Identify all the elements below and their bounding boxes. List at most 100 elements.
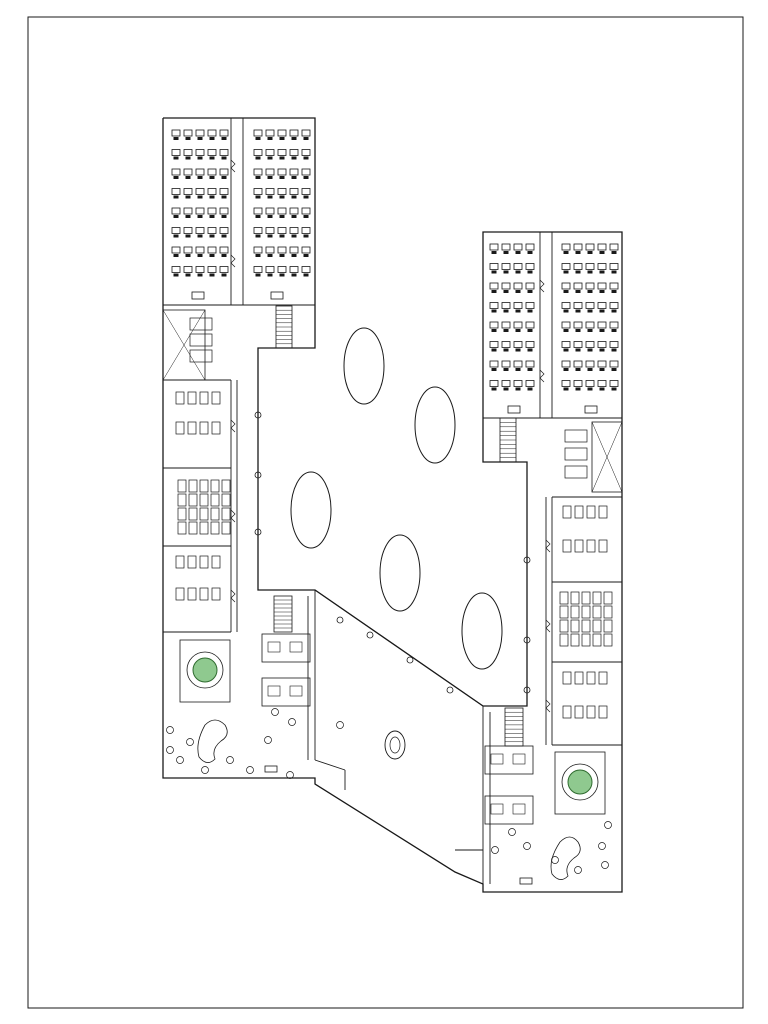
student-chair: [279, 234, 285, 238]
student-chair: [527, 329, 533, 332]
office-room: [261, 677, 311, 707]
student-chair: [267, 156, 273, 160]
student-chair: [527, 251, 533, 254]
student-chair: [173, 273, 179, 277]
student-desk: [171, 149, 181, 156]
student-desk: [219, 188, 229, 195]
student-desk: [585, 282, 595, 290]
student-desk: [183, 168, 193, 176]
student-chair: [197, 215, 203, 218]
stairwell: [504, 707, 524, 747]
tree-canopy: [192, 657, 218, 683]
bench-seat: [562, 539, 572, 553]
student-chair: [599, 290, 605, 293]
restroom-stall: [564, 447, 588, 461]
office-pod: [484, 745, 534, 775]
student-chair: [221, 176, 227, 179]
student-desk: [183, 266, 193, 273]
student-chair: [303, 156, 309, 160]
teacher-desk: [584, 405, 598, 414]
student-chair: [303, 254, 309, 257]
student-desk: [219, 246, 229, 254]
bench-seat: [592, 619, 602, 633]
student-desk: [501, 302, 511, 309]
student-desk: [573, 243, 583, 251]
student-desk: [573, 360, 583, 368]
student-desk: [513, 282, 523, 290]
bench-seat: [574, 539, 584, 553]
student-desk: [219, 227, 229, 234]
student-desk: [253, 207, 263, 215]
student-desk: [585, 341, 595, 348]
student-desk: [277, 227, 287, 234]
column: [366, 631, 374, 639]
student-desk: [489, 341, 499, 348]
student-desk: [265, 188, 275, 195]
student-chair: [527, 348, 533, 352]
student-chair: [279, 254, 285, 257]
student-desk: [609, 321, 619, 329]
student-chair: [291, 137, 297, 140]
bench-seat: [175, 421, 185, 435]
office-desk: [490, 753, 504, 765]
student-chair: [515, 290, 521, 293]
student-chair: [267, 137, 273, 140]
student-desk: [573, 263, 583, 270]
office-desk: [490, 803, 504, 815]
column: [254, 528, 262, 536]
teacher-desk: [270, 291, 284, 300]
round-stool: [574, 866, 582, 874]
student-chair: [185, 156, 191, 160]
door-swing: [230, 254, 236, 268]
column: [523, 636, 531, 644]
office-desk: [512, 753, 526, 765]
student-chair: [527, 387, 533, 391]
bench-seat: [188, 521, 198, 535]
student-desk: [195, 266, 205, 273]
student-chair: [303, 273, 309, 277]
student-desk: [489, 243, 499, 251]
skylight-opening: [379, 534, 421, 612]
student-desk: [183, 188, 193, 195]
student-desk: [301, 149, 311, 156]
student-chair: [197, 137, 203, 140]
column: [523, 556, 531, 564]
student-desk: [183, 149, 193, 156]
door-swing: [230, 589, 236, 603]
student-chair: [303, 234, 309, 238]
stairwell: [275, 305, 293, 349]
bench-seat: [598, 671, 608, 685]
door-swing: [539, 369, 545, 383]
student-chair: [303, 137, 309, 140]
student-desk: [277, 207, 287, 215]
student-chair: [599, 251, 605, 254]
student-chair: [503, 251, 509, 254]
student-desk: [513, 243, 523, 251]
bench-seat: [574, 671, 584, 685]
student-desk: [561, 341, 571, 348]
student-chair: [291, 254, 297, 257]
student-chair: [503, 348, 509, 352]
courtyard-planter: [186, 651, 224, 689]
office-pod: [484, 795, 534, 825]
student-chair: [611, 329, 617, 332]
lecture-benches: [562, 671, 608, 719]
bench-seat: [199, 507, 209, 521]
bench-seat: [210, 493, 220, 507]
student-desk: [171, 227, 181, 234]
bench-seat: [199, 479, 209, 493]
lounge-bench: [197, 719, 228, 763]
student-chair: [575, 251, 581, 254]
bench-seat: [570, 605, 580, 619]
bench-seat: [199, 587, 209, 601]
student-desk: [277, 149, 287, 156]
bench-seat: [592, 605, 602, 619]
student-desk: [289, 207, 299, 215]
lounge-bench: [550, 836, 581, 880]
bench-seat: [570, 591, 580, 605]
student-desk: [501, 282, 511, 290]
student-chair: [197, 195, 203, 199]
classroom-desks: [171, 129, 229, 277]
bench-seat: [199, 493, 209, 507]
